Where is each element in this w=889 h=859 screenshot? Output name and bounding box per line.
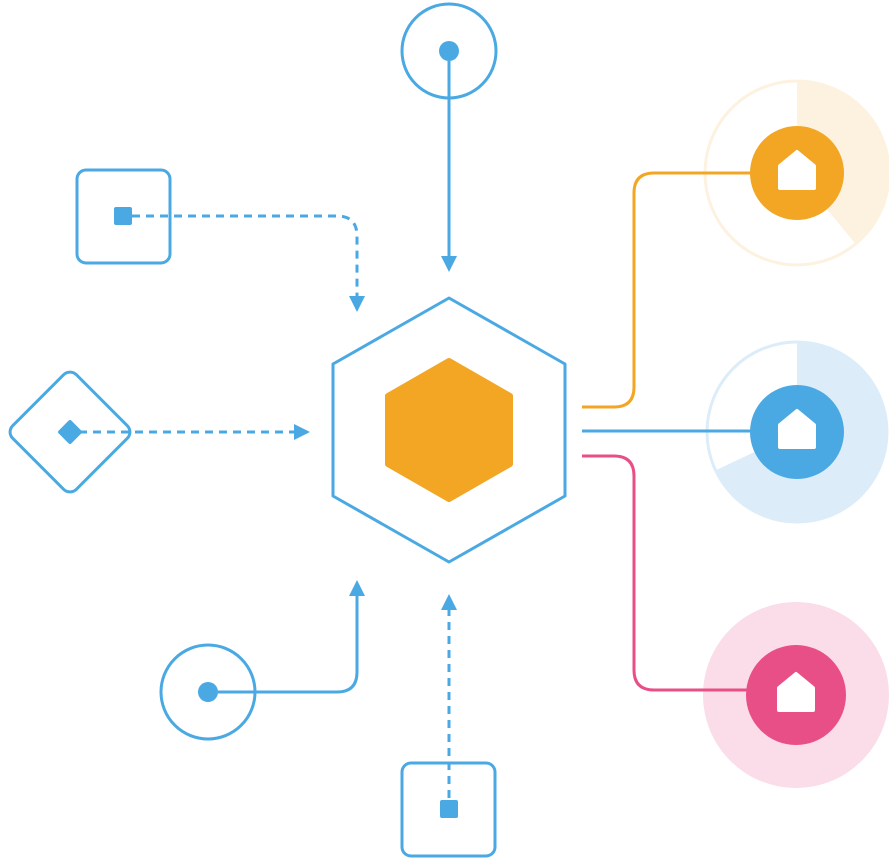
home-icon: [777, 672, 815, 712]
bottom-source-dot: [440, 800, 458, 818]
bottom-left-circle-source: [159, 580, 365, 741]
top-circle-source: [400, 2, 498, 272]
orange-output-connector: [582, 171, 752, 409]
left-source-diamond: [8, 370, 132, 494]
blue-output-node: [705, 340, 889, 524]
bottom-left-source-dot: [198, 682, 218, 702]
orange-progress-ring-fill: [797, 81, 889, 244]
top-left-square-source: [75, 168, 365, 312]
left-source-dot: [58, 420, 82, 444]
left-diamond-source: [8, 370, 310, 494]
pink-output-connector: [582, 454, 748, 692]
top-left-source-dot: [114, 207, 132, 225]
home-icon: [778, 150, 816, 190]
central-hub: [331, 296, 567, 564]
bottom-left-source-arrow: [218, 580, 365, 694]
home-icon: [778, 409, 816, 449]
pink-output-node: [703, 602, 889, 788]
hub-inner-hexagon: [385, 358, 513, 502]
top-left-source-box: [75, 168, 172, 265]
orange-output-node: [703, 79, 889, 267]
top-source-dot: [439, 41, 459, 61]
bottom-square-source: [400, 594, 497, 858]
